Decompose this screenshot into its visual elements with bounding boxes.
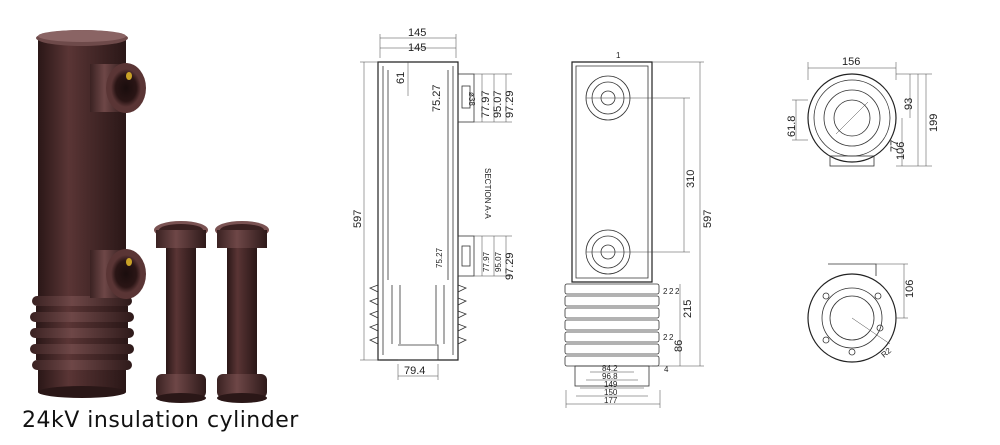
front-dim-rib-b: 2 bbox=[669, 287, 674, 296]
dim-lower-c: 97.29 bbox=[504, 252, 516, 280]
front-dim-rib-a: 2 bbox=[663, 287, 668, 296]
side-ribs bbox=[369, 284, 467, 345]
skirt-ribs bbox=[30, 296, 134, 398]
dim-base-width: 79.4 bbox=[404, 365, 425, 377]
front-dim-bottom-small: 4 bbox=[664, 365, 669, 374]
top-dim-overall: 199 bbox=[928, 114, 940, 132]
dim-top-inner: 145 bbox=[408, 42, 426, 54]
side-section-view: 145 145 597 61 75.27 77.97 95.07 97.29 S… bbox=[352, 27, 516, 380]
dim-lower-b: 95.07 bbox=[494, 251, 503, 272]
bottom-dim-height: 106 bbox=[904, 280, 916, 298]
dim-lower-bushing-height: 75.27 bbox=[435, 247, 444, 268]
front-dim-base-e: 177 bbox=[604, 396, 618, 405]
dim-bushing-b: 95.07 bbox=[492, 90, 504, 118]
front-dim-lower-e: 86 bbox=[673, 340, 685, 352]
front-dim-overall: 597 bbox=[702, 210, 714, 228]
top-dim-height-b: 106 bbox=[895, 142, 907, 160]
dim-lower-a: 77.97 bbox=[482, 251, 491, 272]
product-caption: 24kV insulation cylinder bbox=[22, 408, 299, 433]
product-photo bbox=[30, 30, 269, 403]
top-dim-height-a: 93 bbox=[903, 98, 915, 110]
top-dim-height-c: 77 bbox=[889, 140, 901, 152]
front-dim-rib-c: 2 bbox=[675, 287, 680, 296]
insulation-tube-2 bbox=[215, 221, 269, 403]
dim-upper-bushing-height: 75.27 bbox=[431, 84, 443, 112]
top-dim-left-offset: 61.8 bbox=[786, 116, 798, 137]
front-dim-top-small: 1 bbox=[616, 51, 621, 60]
front-dim-skirt-height: 215 bbox=[682, 300, 694, 318]
front-dim-base-b: 96.8 bbox=[602, 372, 618, 381]
lower-bushing bbox=[90, 249, 146, 299]
upper-bushing bbox=[90, 63, 146, 113]
dim-bushing-c: 97.29 bbox=[504, 90, 516, 118]
front-skirts bbox=[564, 283, 660, 387]
main-cylinder bbox=[30, 30, 146, 398]
front-dim-bushing-spacing: 310 bbox=[685, 170, 697, 188]
front-view: 597 310 215 2 2 2 2 2 86 4 1 84.2 96.8 1… bbox=[564, 51, 714, 408]
section-label: SECTION A-A bbox=[483, 168, 492, 219]
top-view: 156 61.8 93 106 77 199 bbox=[786, 56, 940, 167]
front-dim-base-d: 150 bbox=[604, 388, 618, 397]
top-dim-width: 156 bbox=[842, 56, 860, 68]
front-dim-lower-b: 2 bbox=[669, 333, 674, 342]
front-dim-base-c: 149 bbox=[604, 380, 618, 389]
small-label: ø38 bbox=[467, 92, 476, 106]
bottom-dim-radius: R2 bbox=[880, 346, 894, 360]
bottom-view: 106 R2 bbox=[807, 263, 916, 363]
dim-overall-height: 597 bbox=[352, 210, 364, 228]
dim-bushing-a: 77.97 bbox=[480, 90, 492, 118]
dim-top-height: 61 bbox=[395, 72, 407, 84]
insulation-tube-1 bbox=[154, 221, 208, 403]
front-dim-lower-a: 2 bbox=[663, 333, 668, 342]
dim-top-outer: 145 bbox=[408, 27, 426, 39]
front-dim-base-a: 84.2 bbox=[602, 364, 618, 373]
